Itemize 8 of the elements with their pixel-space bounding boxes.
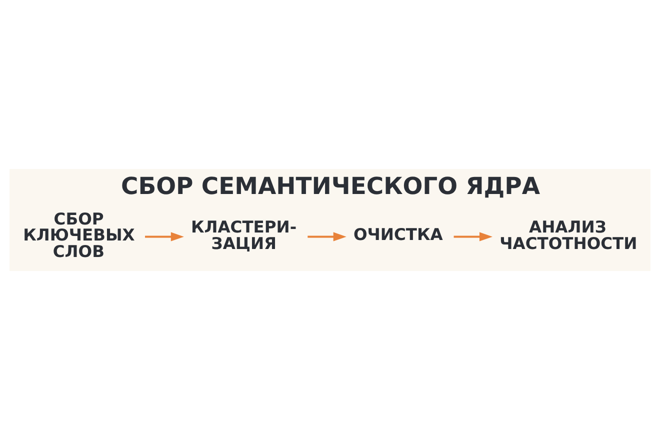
node-text: КЛАСТЕРИ- ЗАЦИЯ [190, 218, 297, 253]
node-text: СБОР КЛЮЧЕВЫХ СЛОВ [23, 209, 135, 261]
diagram-title: СБОР СЕМАНТИЧЕСКОГО ЯДРА [121, 172, 540, 200]
arrow [308, 232, 346, 242]
arrow [454, 232, 492, 242]
node-text: АНАЛИЗ ЧАСТОТНОСТИ [500, 218, 638, 253]
arrow [145, 232, 184, 242]
node-text: ОЧИСТКА [353, 224, 443, 244]
